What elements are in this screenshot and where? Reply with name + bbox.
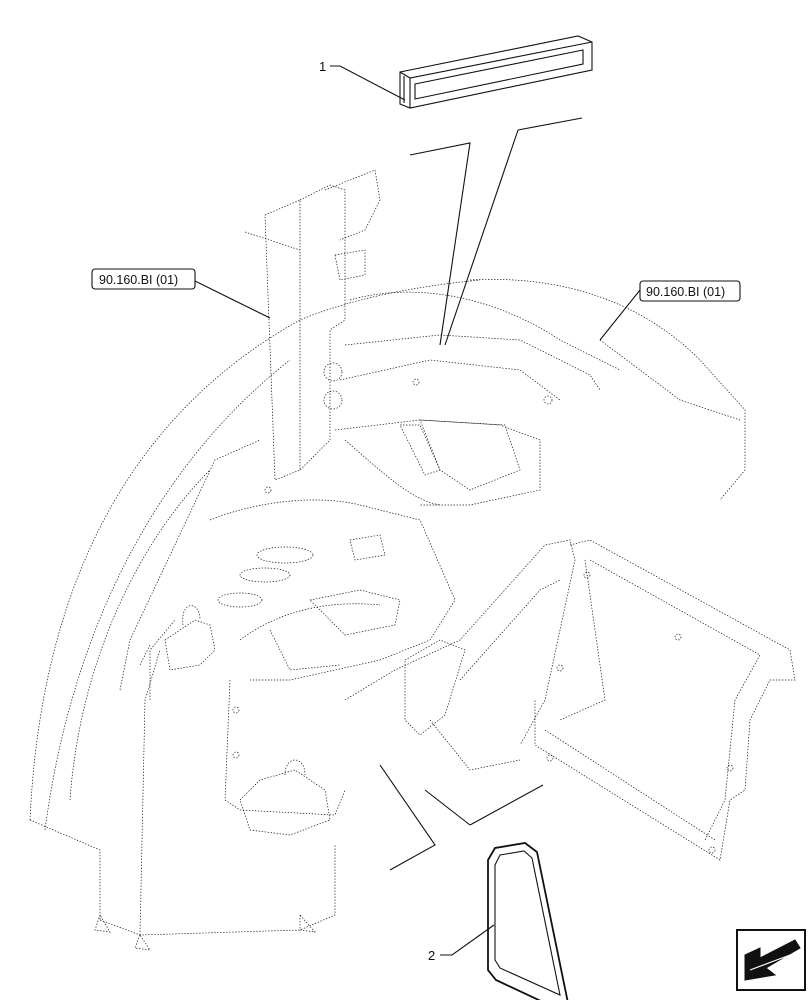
cab-interior-assembly bbox=[29, 169, 796, 951]
ref-tag-right-text: 90.160.BI (01) bbox=[646, 285, 725, 299]
next-page-arrow-icon[interactable] bbox=[736, 929, 806, 991]
ref-tag-left-text: 90.160.BI (01) bbox=[99, 273, 178, 287]
ref-tag-left[interactable]: 90.160.BI (01) bbox=[91, 268, 196, 290]
part-1-overhead-tray bbox=[399, 35, 593, 109]
callout-1-label: 1 bbox=[319, 59, 326, 74]
callout-2-label: 2 bbox=[428, 948, 435, 963]
part-2-trapezoid-cover bbox=[487, 842, 569, 1000]
leader-lines bbox=[194, 65, 641, 956]
ref-tag-right[interactable]: 90.160.BI (01) bbox=[639, 280, 741, 302]
